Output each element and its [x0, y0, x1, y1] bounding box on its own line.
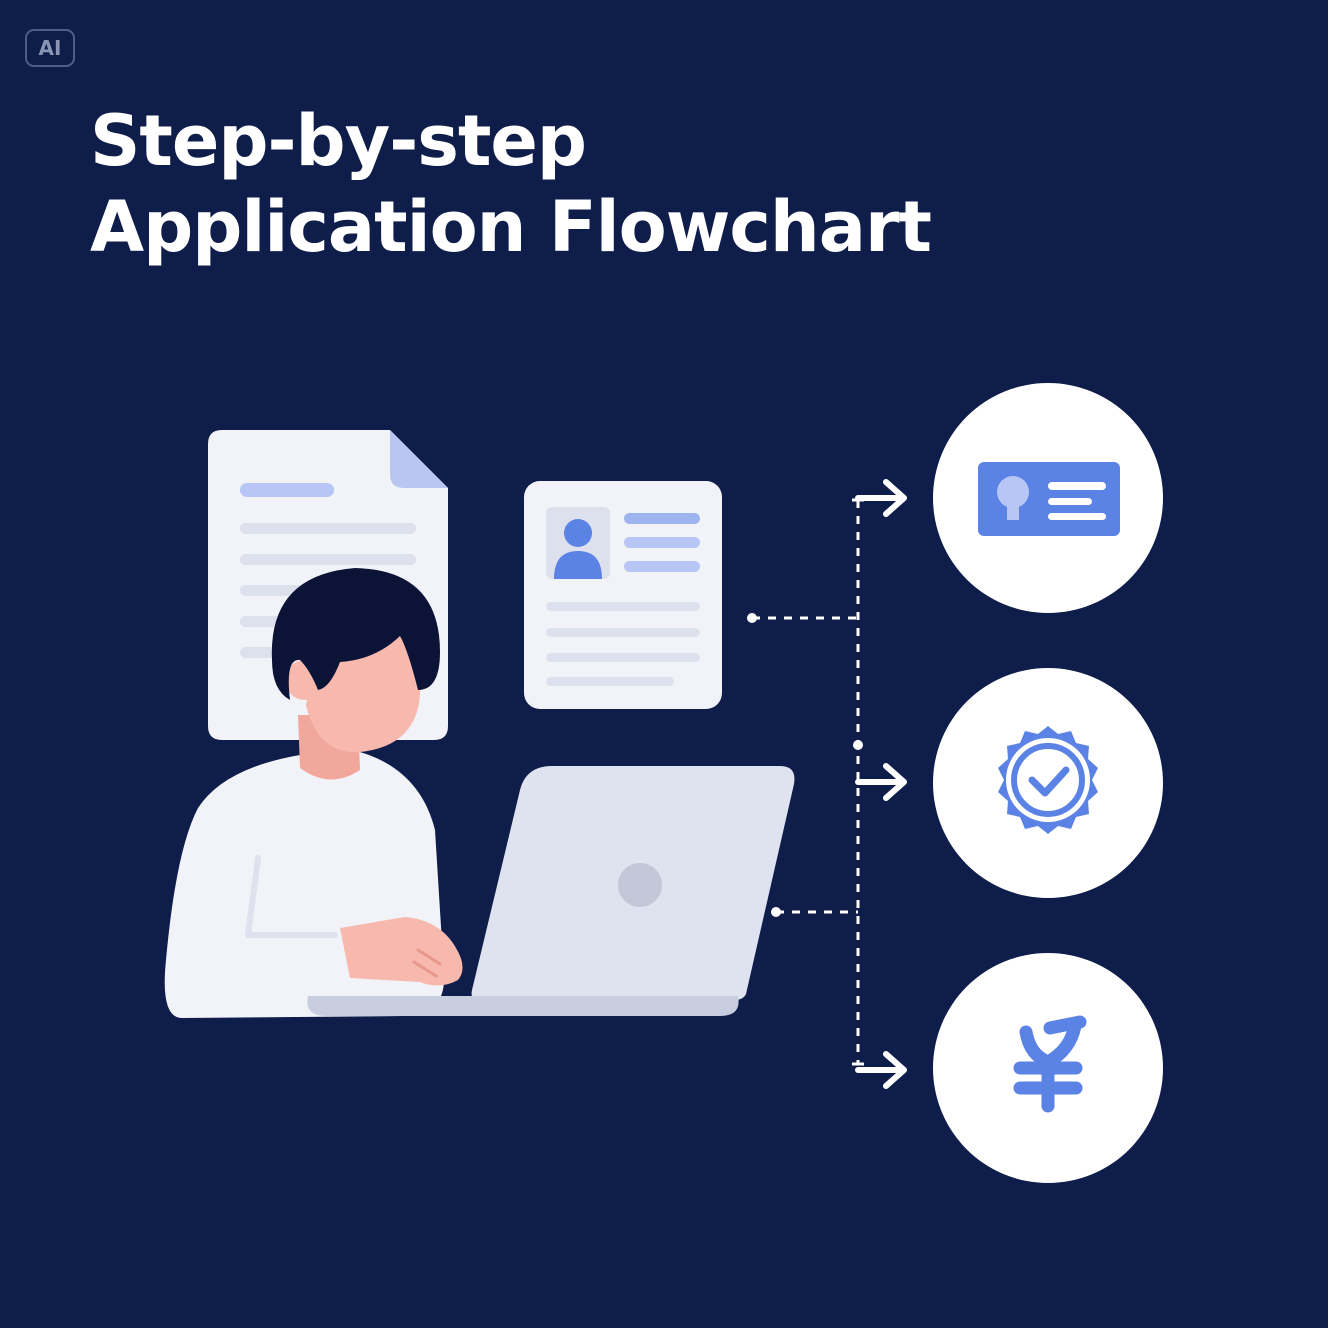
page-title: Step-by-step Application Flowchart [90, 98, 932, 270]
arrow-right-icon [855, 1051, 907, 1089]
id-card-icon [978, 462, 1120, 536]
connector-dot [771, 907, 781, 917]
step-2-node [933, 668, 1163, 898]
arrow-right-icon [855, 763, 907, 801]
connector-dot [853, 740, 863, 750]
title-line-2: Application Flowchart [90, 186, 932, 268]
ai-badge: AI [25, 29, 75, 67]
title-line-1: Step-by-step [90, 100, 587, 182]
laptop-illustration [307, 766, 795, 1016]
person-illustration [164, 568, 463, 1018]
profile-card-illustration [524, 481, 722, 709]
connector-dot [747, 613, 757, 623]
step-1-node [933, 383, 1163, 613]
arrow-right-icon [855, 479, 907, 517]
yen-icon [1013, 1015, 1087, 1113]
step-3-node [933, 953, 1163, 1183]
verified-badge-icon [998, 726, 1098, 834]
